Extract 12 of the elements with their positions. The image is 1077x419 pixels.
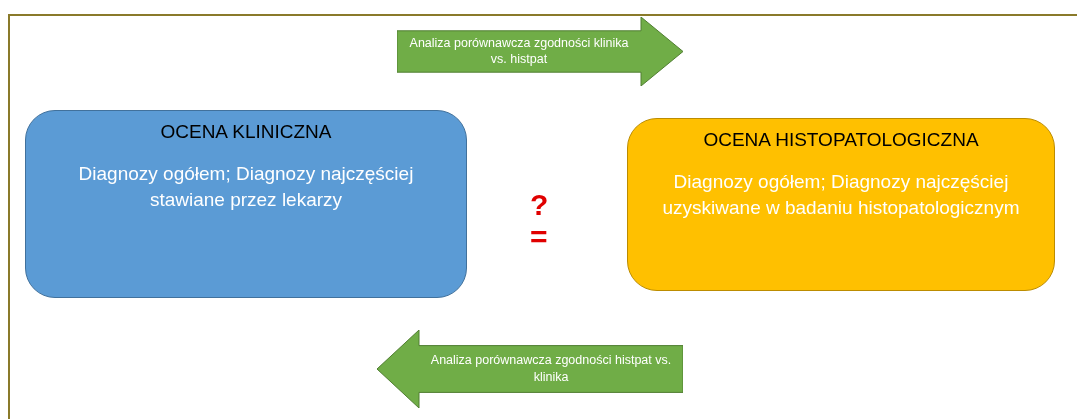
box-heading: OCENA KLINICZNA — [159, 121, 333, 143]
symbol-text: = — [530, 222, 548, 252]
arrow-text: Analiza porównawcza zgodności histpat vs. klinika — [429, 352, 673, 386]
rounded-box — [25, 110, 467, 298]
box-text: Diagnozy ogółem; Diagnozy najczęściej stawiane przez lekarzy — [77, 162, 415, 212]
box-heading: OCENA HISTOPATOLOGICZNA — [702, 129, 980, 151]
block-arrow — [397, 17, 683, 86]
arrow-text: Analiza porównawcza zgodności klinika vs. histpat — [408, 34, 630, 69]
box-text: Diagnozy ogółem; Diagnozy najczęściej uzyskiwane w badaniu histopatologicznym — [661, 170, 1021, 220]
symbol-text: ? — [530, 190, 549, 220]
block-arrow — [377, 330, 683, 408]
rounded-box — [627, 118, 1055, 291]
